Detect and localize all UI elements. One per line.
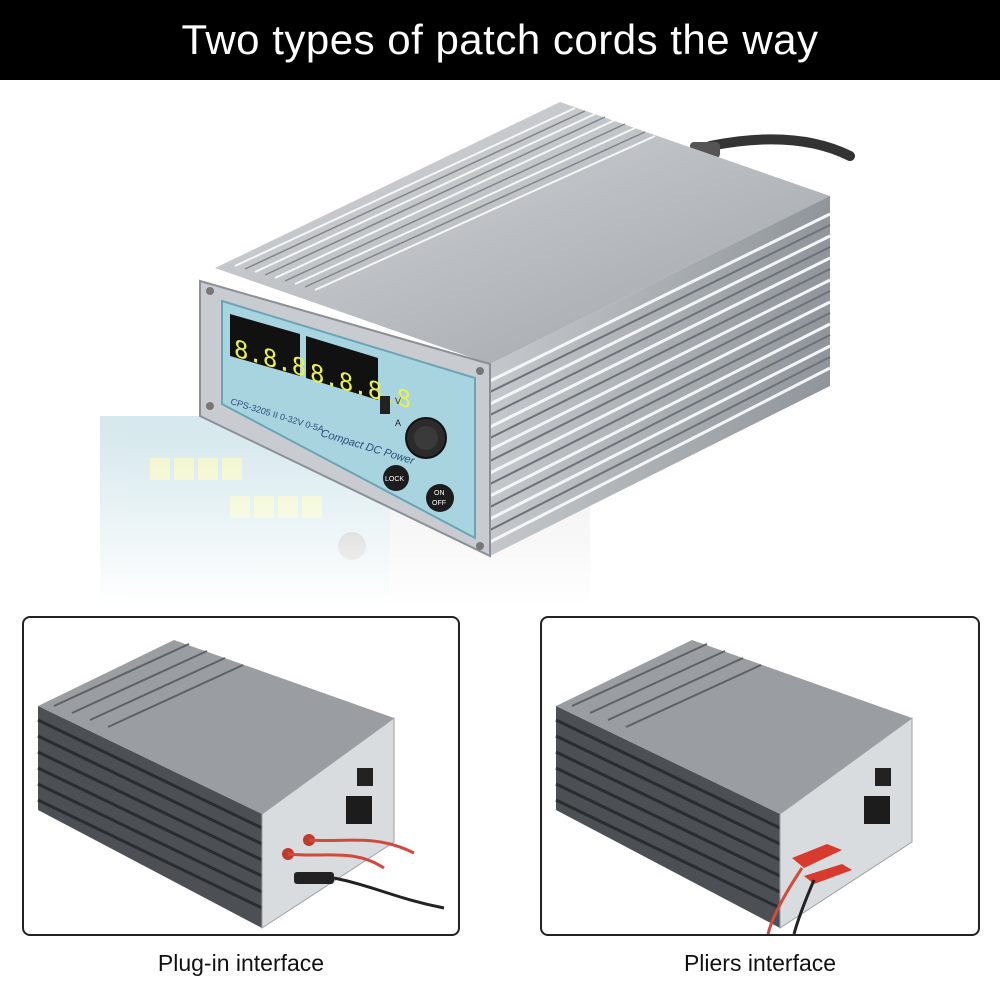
plug-in-caption: Plug-in interface — [157, 950, 325, 976]
pliers-interface-image — [555, 640, 913, 934]
svg-text:ON: ON — [434, 490, 445, 497]
v-label: V — [395, 396, 401, 406]
pliers-panel — [540, 616, 980, 936]
svg-text:OFF: OFF — [432, 500, 446, 507]
power-supply-image: 8.8.8.8 8.8.8.8 CPS-3205 II 0-32V 0-5A C… — [80, 102, 855, 606]
lock-button[interactable]: LOCK — [383, 465, 409, 491]
pliers-caption: Pliers interface — [683, 950, 837, 976]
a-label: A — [395, 418, 401, 428]
power-button[interactable]: ON OFF — [426, 484, 454, 512]
plug-in-interface-image — [37, 640, 445, 929]
svg-text:LOCK: LOCK — [385, 476, 404, 483]
page-title: Two types of patch cords the way — [181, 16, 819, 63]
adjust-knob[interactable] — [405, 417, 447, 459]
plug-in-panel — [22, 616, 460, 936]
header-banner: Two types of patch cords the way — [0, 0, 1000, 80]
